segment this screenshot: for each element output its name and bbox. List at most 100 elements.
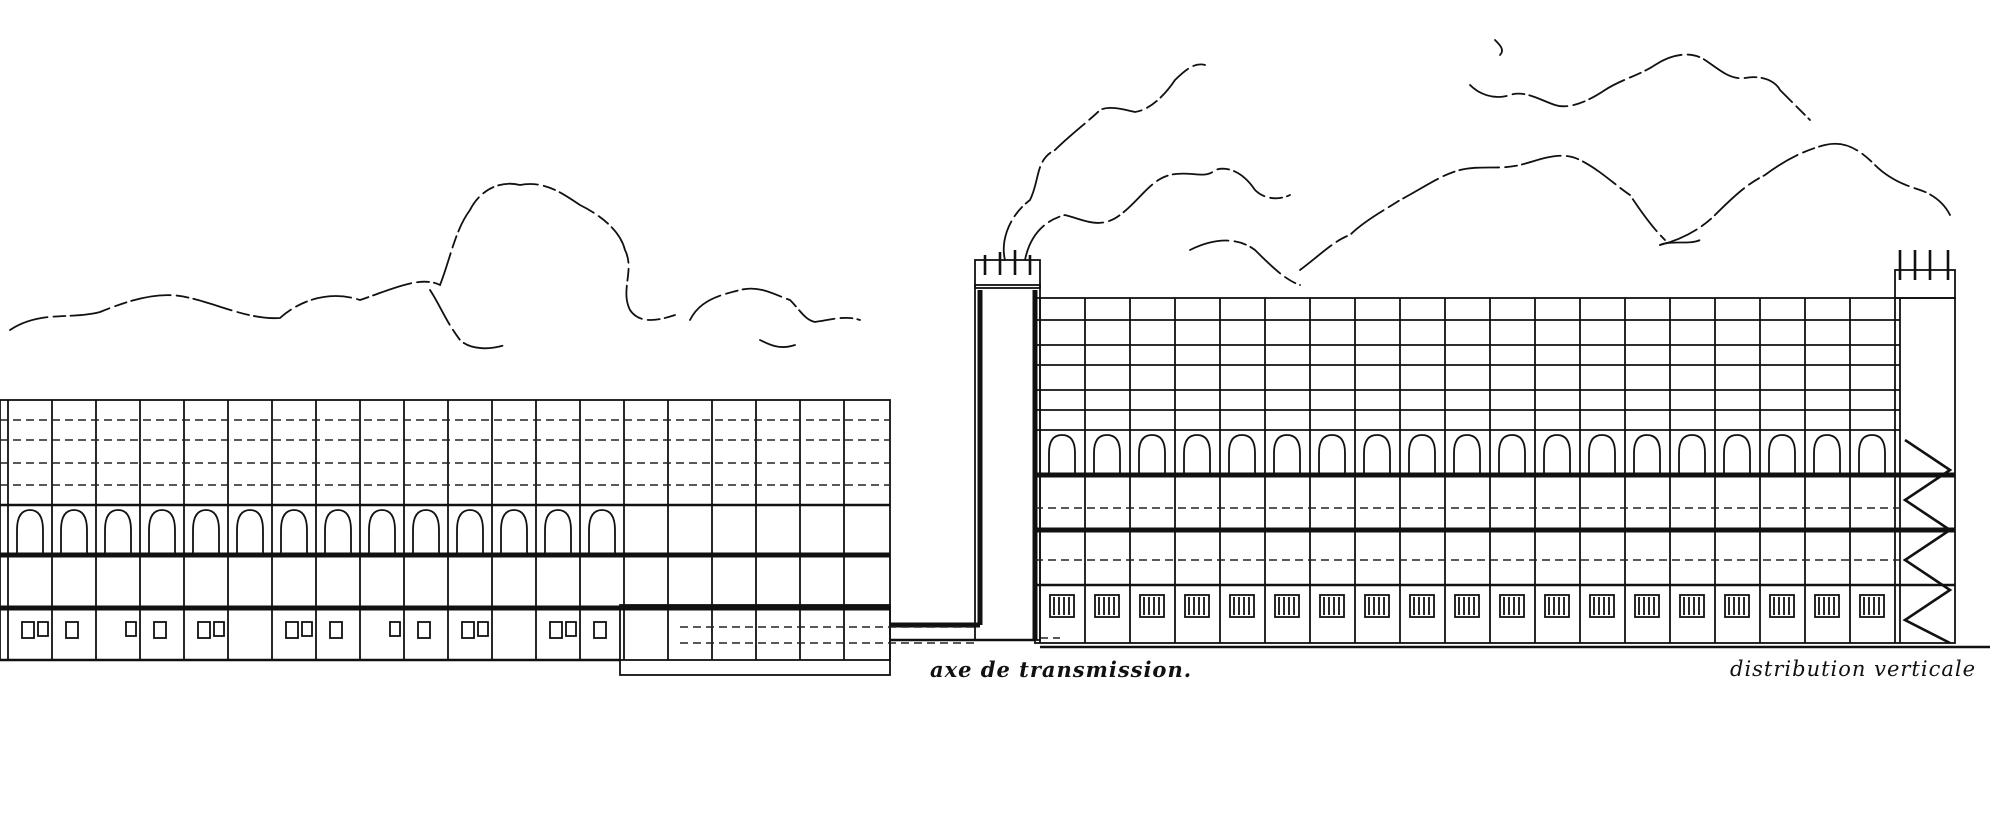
smoke-cloud-left bbox=[9, 182, 676, 331]
right-arched-window bbox=[1228, 434, 1256, 475]
left-ground-window bbox=[329, 621, 343, 639]
left-ground-window bbox=[125, 621, 137, 637]
right-vent-frame bbox=[1454, 594, 1480, 618]
left-arched-window bbox=[368, 509, 396, 555]
right-arched-window bbox=[1678, 434, 1706, 475]
right-arched-window bbox=[1768, 434, 1796, 475]
right-vent-frame bbox=[1094, 594, 1120, 618]
right-vent-window bbox=[1454, 594, 1480, 618]
right-arched-window bbox=[1318, 434, 1346, 475]
right-arched-window bbox=[1588, 434, 1616, 475]
transmission-axis-label: axe de transmission. bbox=[930, 657, 1193, 682]
smoke-top-right bbox=[1469, 53, 1811, 121]
right-vent-window bbox=[1229, 594, 1255, 618]
left-ground-window bbox=[461, 621, 475, 639]
right-arched-window bbox=[1138, 434, 1166, 475]
right-building-outline bbox=[1034, 297, 1956, 644]
left-arched-window bbox=[456, 509, 484, 555]
right-vent-window bbox=[1544, 594, 1570, 618]
left-arched-window bbox=[324, 509, 352, 555]
right-vent-frame bbox=[1139, 594, 1165, 618]
right-vent-window bbox=[1634, 594, 1660, 618]
right-arched-window bbox=[1273, 434, 1301, 475]
left-arched-window bbox=[148, 509, 176, 555]
right-arched-window bbox=[1093, 434, 1121, 475]
smoke-main-right bbox=[1189, 239, 1301, 286]
right-vent-frame bbox=[1679, 594, 1705, 618]
right-arched-window bbox=[1543, 434, 1571, 475]
right-vent-frame bbox=[1859, 594, 1885, 618]
right-vent-frame bbox=[1364, 594, 1390, 618]
left-ground-window bbox=[417, 621, 431, 639]
smoke-main-right-2 bbox=[1299, 154, 1666, 271]
left-arched-window bbox=[544, 509, 572, 555]
left-arched-window bbox=[412, 509, 440, 555]
right-vent-frame bbox=[1724, 594, 1750, 618]
right-vent-frame bbox=[1499, 594, 1525, 618]
left-ground-window bbox=[549, 621, 563, 639]
right-vent-window bbox=[1364, 594, 1390, 618]
left-ground-window bbox=[565, 621, 577, 637]
right-vent-window bbox=[1319, 594, 1345, 618]
right-vent-frame bbox=[1049, 594, 1075, 618]
right-vent-frame bbox=[1184, 594, 1210, 618]
smoke-cloud-left-4 bbox=[759, 339, 796, 348]
right-vent-window bbox=[1679, 594, 1705, 618]
right-arched-window bbox=[1183, 434, 1211, 475]
right-vent-frame bbox=[1409, 594, 1435, 618]
left-arched-window bbox=[104, 509, 132, 555]
left-ground-window bbox=[593, 621, 607, 639]
left-ground-window bbox=[477, 621, 489, 637]
smoke-from-chimney-2 bbox=[1024, 167, 1291, 261]
left-factory-building bbox=[0, 399, 891, 676]
right-vent-frame bbox=[1814, 594, 1840, 618]
left-ground-window bbox=[301, 621, 313, 637]
left-arched-window bbox=[500, 509, 528, 555]
left-ground-window bbox=[285, 621, 299, 639]
right-vent-window bbox=[1769, 594, 1795, 618]
right-vent-window bbox=[1409, 594, 1435, 618]
smoke-right-lower bbox=[1659, 142, 1951, 246]
right-vent-window bbox=[1724, 594, 1750, 618]
right-vent-frame bbox=[1769, 594, 1795, 618]
vertical-distribution-label: distribution verticale bbox=[1730, 657, 1977, 681]
right-vent-frame bbox=[1274, 594, 1300, 618]
right-arched-window bbox=[1723, 434, 1751, 475]
right-vent-frame bbox=[1544, 594, 1570, 618]
left-arched-window bbox=[60, 509, 88, 555]
left-ground-window bbox=[213, 621, 225, 637]
left-annex bbox=[619, 604, 891, 676]
left-ground-window bbox=[197, 621, 211, 639]
right-vent-frame bbox=[1634, 594, 1660, 618]
right-vent-window bbox=[1184, 594, 1210, 618]
left-arched-window bbox=[280, 509, 308, 555]
right-vent-window bbox=[1139, 594, 1165, 618]
chimney-and-transmission-shaft bbox=[680, 250, 1060, 644]
right-arched-window bbox=[1363, 434, 1391, 475]
smoke-cloud-left-3 bbox=[429, 289, 506, 350]
left-ground-window bbox=[65, 621, 79, 639]
right-arched-window bbox=[1453, 434, 1481, 475]
right-arched-window bbox=[1048, 434, 1076, 475]
right-vent-window bbox=[1814, 594, 1840, 618]
smoke-cloud-left-2 bbox=[689, 287, 861, 323]
left-arched-window bbox=[236, 509, 264, 555]
right-tower-cap bbox=[1894, 269, 1956, 299]
vertical-distribution-zigzag bbox=[1902, 438, 1953, 645]
smoke-top-fragment bbox=[1494, 39, 1503, 56]
chimney-outline bbox=[974, 284, 1041, 641]
right-arched-window bbox=[1408, 434, 1436, 475]
right-factory-building bbox=[1034, 250, 1956, 645]
smoke-right-tail bbox=[1659, 239, 1701, 246]
left-ground-window bbox=[153, 621, 167, 639]
right-arched-window bbox=[1813, 434, 1841, 475]
left-ground-window bbox=[21, 621, 35, 639]
right-arched-window bbox=[1633, 434, 1661, 475]
right-vent-frame bbox=[1589, 594, 1615, 618]
right-arched-window bbox=[1858, 434, 1886, 475]
right-vent-window bbox=[1499, 594, 1525, 618]
smoke-from-chimney bbox=[1002, 63, 1206, 261]
right-vent-window bbox=[1589, 594, 1615, 618]
right-vent-frame bbox=[1229, 594, 1255, 618]
